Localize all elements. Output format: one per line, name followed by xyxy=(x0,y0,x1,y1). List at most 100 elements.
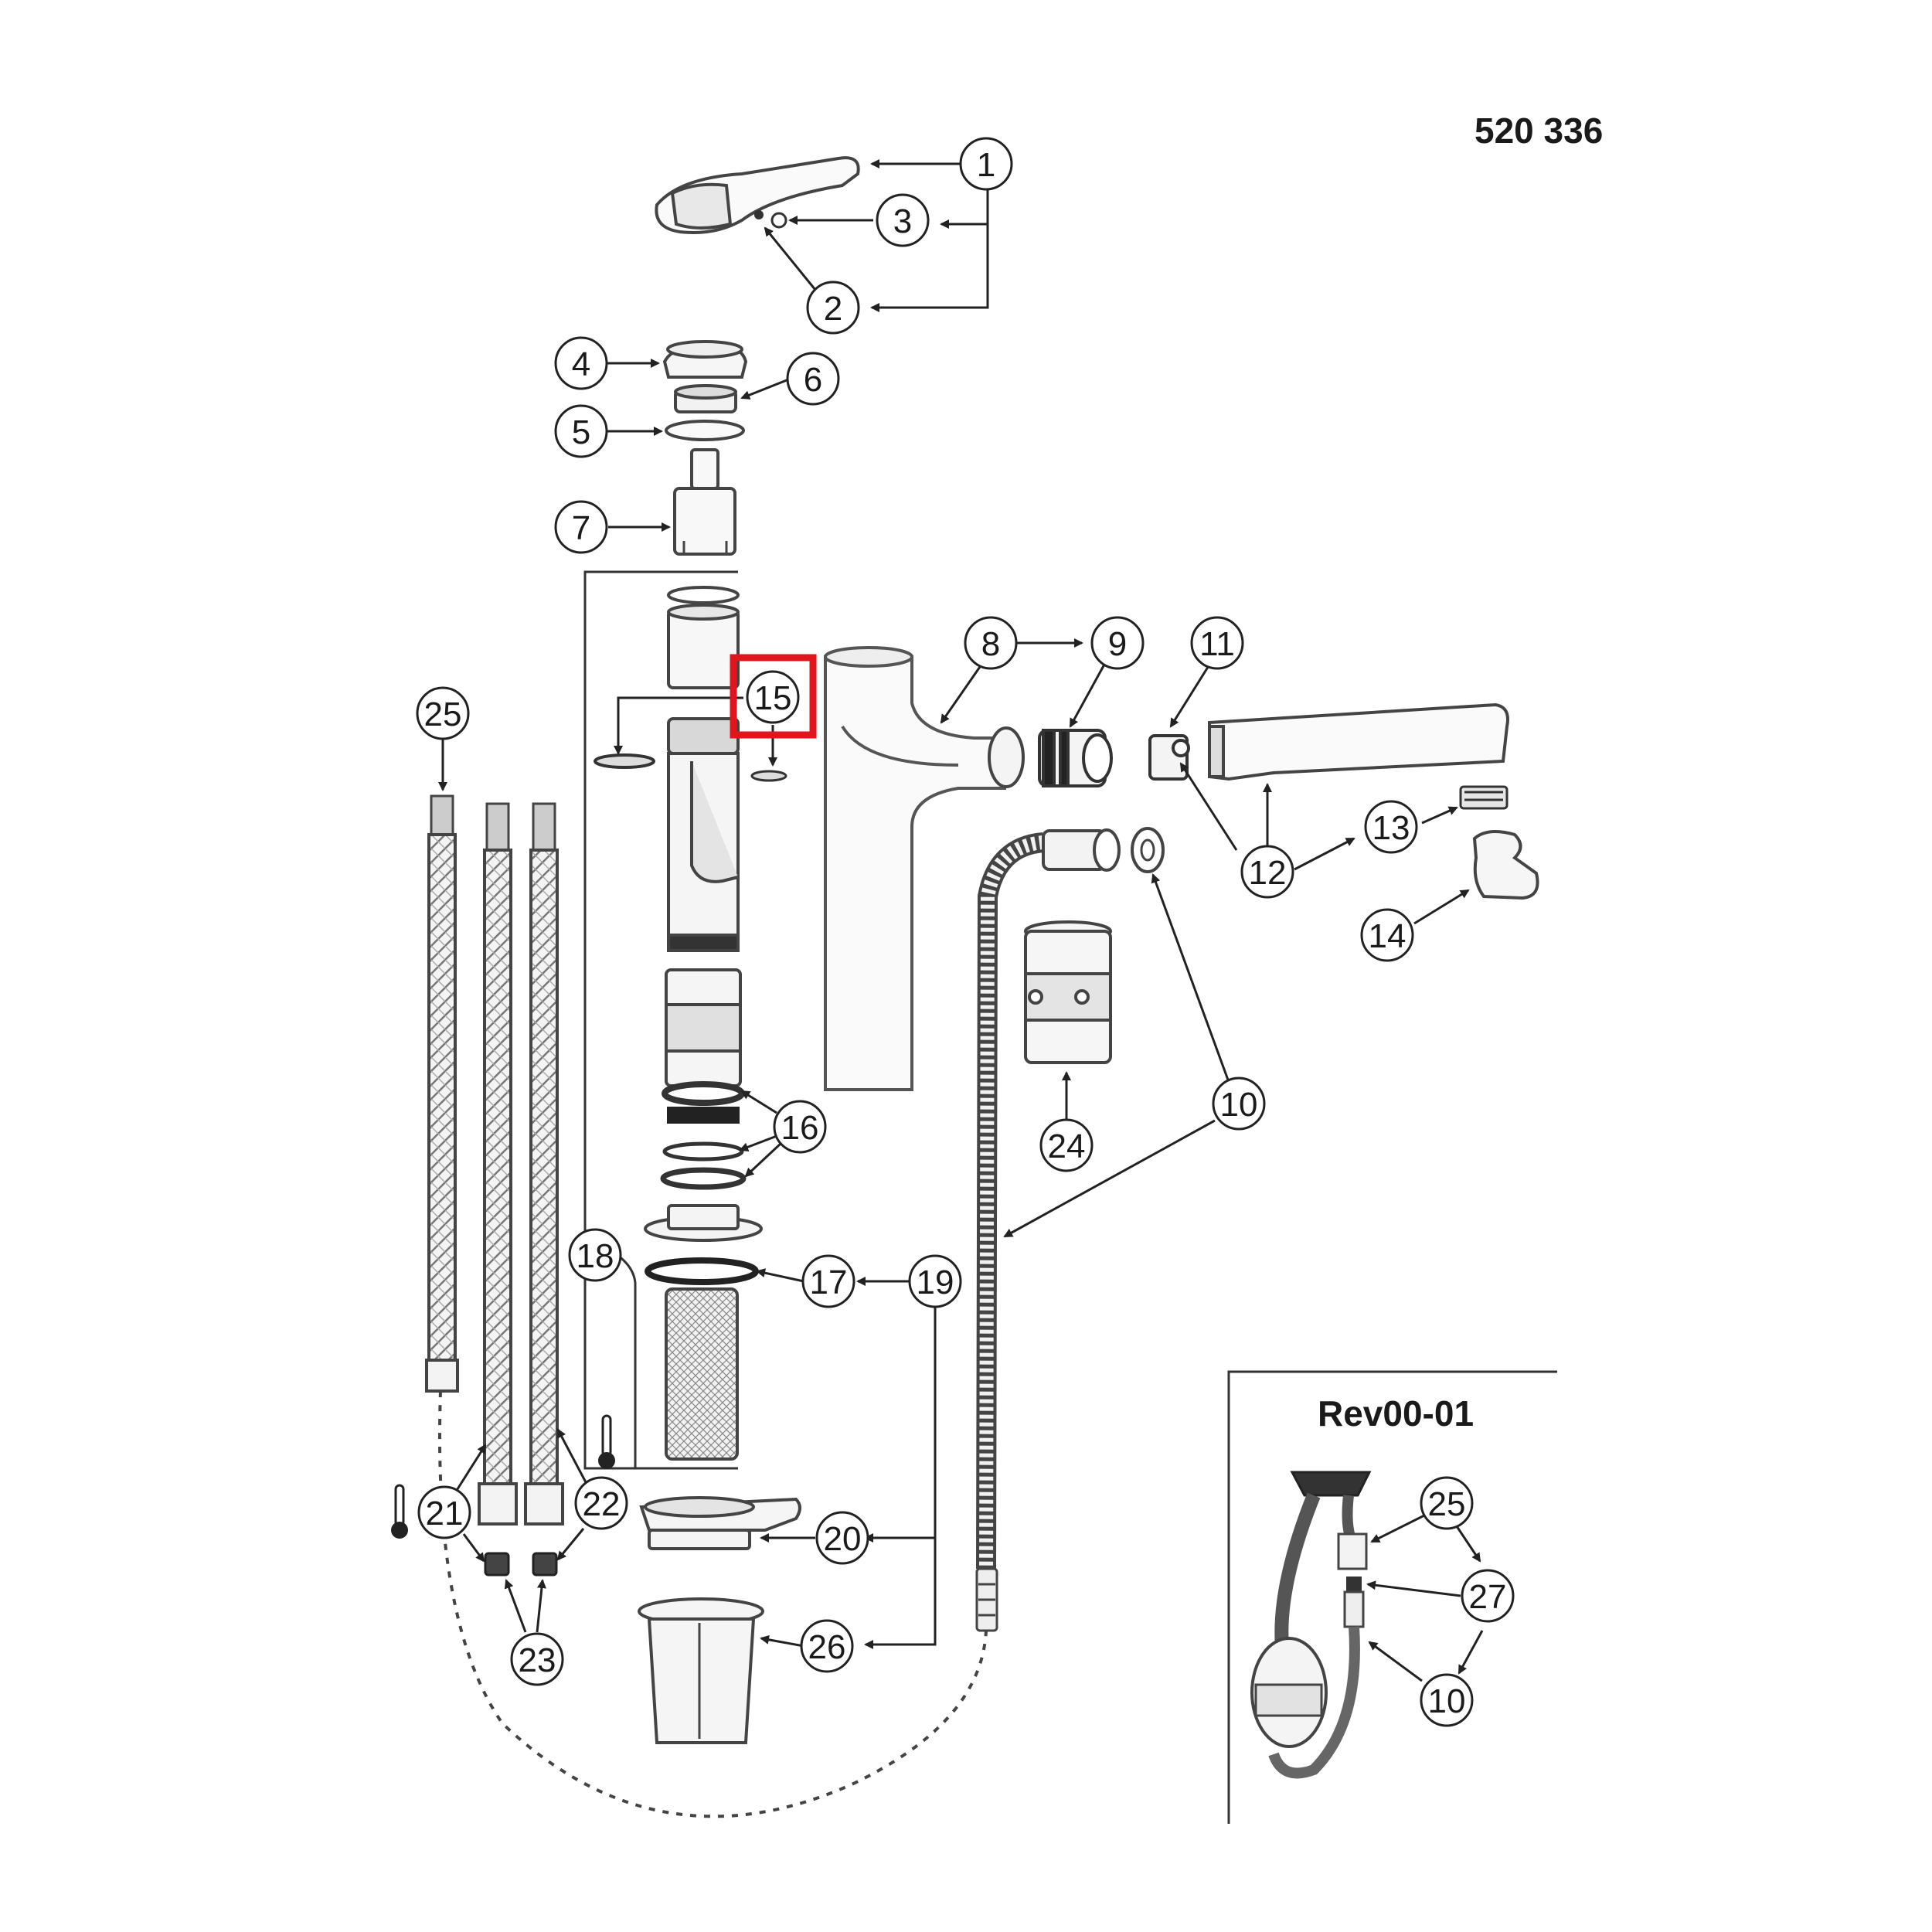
drawing-number: 520 336 xyxy=(1475,111,1603,151)
svg-text:12: 12 xyxy=(1249,854,1287,892)
part-aerator-13 xyxy=(1459,785,1509,810)
part-screw xyxy=(754,210,764,219)
callout-19: 19 xyxy=(908,1254,962,1308)
part-spout-ring xyxy=(988,726,1025,788)
callout-2: 2 xyxy=(806,281,860,335)
part-cap xyxy=(662,340,748,379)
svg-text:20: 20 xyxy=(824,1520,862,1558)
callout-6: 6 xyxy=(786,352,840,406)
callout-12: 12 xyxy=(1240,845,1294,899)
svg-text:25: 25 xyxy=(424,696,462,733)
svg-text:18: 18 xyxy=(577,1237,614,1275)
part-adapters-23 xyxy=(484,1552,558,1577)
callout-21: 21 xyxy=(417,1485,471,1539)
callout-17: 17 xyxy=(801,1254,855,1308)
inset-title: Rev00-01 xyxy=(1318,1393,1474,1434)
part-aerator-key-14 xyxy=(1472,830,1539,900)
callout-26: 26 xyxy=(800,1619,854,1673)
part-mounting-sleeve-26 xyxy=(638,1597,764,1744)
svg-text:9: 9 xyxy=(1108,625,1127,663)
svg-text:22: 22 xyxy=(583,1485,621,1523)
svg-text:3: 3 xyxy=(893,202,912,240)
inset-hose-assembly xyxy=(1250,1471,1372,1779)
part-hose-nut xyxy=(1042,828,1121,872)
svg-text:11: 11 xyxy=(1199,625,1235,663)
inset-callout-25: 25 xyxy=(1420,1476,1474,1530)
part-clip-right xyxy=(750,770,787,782)
callout-1: 1 xyxy=(959,137,1013,191)
svg-text:25: 25 xyxy=(1428,1485,1466,1523)
callout-13: 13 xyxy=(1364,800,1418,854)
part-hose-10 xyxy=(975,832,1045,1632)
svg-text:7: 7 xyxy=(572,509,590,547)
part-faucet-body xyxy=(824,646,1006,1091)
callout-16: 16 xyxy=(773,1100,827,1154)
callout-7: 7 xyxy=(554,500,608,554)
callout-9: 9 xyxy=(1090,616,1145,670)
svg-text:26: 26 xyxy=(808,1628,846,1666)
callout-22: 22 xyxy=(574,1476,628,1530)
part-cartridge xyxy=(673,448,736,556)
svg-text:6: 6 xyxy=(804,361,822,399)
callout-3: 3 xyxy=(876,193,930,247)
part-supply-hose-22 xyxy=(524,802,564,1526)
callout-10: 10 xyxy=(1212,1077,1266,1131)
cold-thermometer-icon xyxy=(391,1484,408,1539)
part-supply-hose-21 xyxy=(478,802,518,1526)
svg-text:16: 16 xyxy=(781,1109,819,1147)
svg-text:14: 14 xyxy=(1369,917,1406,955)
hot-thermometer-icon xyxy=(598,1414,615,1469)
dashed-connection xyxy=(438,1390,988,1818)
part-spout-connector-11 xyxy=(1148,734,1190,781)
callout-15-highlighted[interactable]: 15 xyxy=(730,654,817,739)
leader-lines xyxy=(438,159,1484,1682)
leader-18 xyxy=(617,1254,637,1468)
part-spout-12 xyxy=(1208,702,1509,781)
part-o-rings-16 xyxy=(660,1081,747,1190)
part-diverter-body xyxy=(667,717,740,952)
inset-frame xyxy=(1227,1370,1557,1824)
svg-text:27: 27 xyxy=(1469,1578,1507,1616)
callout-8: 8 xyxy=(964,616,1018,670)
inset-callout-10: 10 xyxy=(1420,1673,1474,1727)
svg-text:4: 4 xyxy=(572,345,590,383)
part-fixing-plate-20 xyxy=(639,1496,801,1550)
callout-4: 4 xyxy=(554,336,608,390)
inset-callout-27: 27 xyxy=(1461,1569,1515,1623)
callout-14: 14 xyxy=(1360,908,1414,962)
svg-text:1: 1 xyxy=(977,146,995,184)
svg-text:21: 21 xyxy=(426,1495,464,1532)
part-upper-sleeve xyxy=(667,586,740,689)
callout-18: 18 xyxy=(568,1228,622,1282)
svg-text:8: 8 xyxy=(981,625,1000,663)
callout-23: 23 xyxy=(510,1632,564,1686)
svg-text:2: 2 xyxy=(824,290,842,328)
bracket-18 xyxy=(583,570,738,1470)
part-ring xyxy=(665,420,745,441)
svg-text:17: 17 xyxy=(810,1264,848,1301)
part-weight-24 xyxy=(1024,920,1112,1064)
svg-text:15: 15 xyxy=(754,679,792,717)
callout-20: 20 xyxy=(815,1511,869,1565)
svg-text:10: 10 xyxy=(1220,1086,1258,1124)
svg-text:19: 19 xyxy=(917,1264,954,1301)
part-aerator-cartridge-9 xyxy=(1038,729,1113,787)
part-lower-sleeve xyxy=(665,968,742,1087)
callout-25: 25 xyxy=(416,686,470,740)
part-mesh-filter xyxy=(665,1287,739,1461)
callout-5: 5 xyxy=(554,404,608,458)
svg-text:24: 24 xyxy=(1048,1128,1086,1165)
callout-24: 24 xyxy=(1039,1118,1094,1172)
highlight-box xyxy=(730,654,817,739)
part-lever-handle xyxy=(655,156,860,234)
part-nut xyxy=(674,384,737,413)
part-washer-10 xyxy=(1131,827,1165,873)
svg-text:5: 5 xyxy=(572,413,590,451)
part-gasket-17 xyxy=(645,1257,759,1285)
callout-11: 11 xyxy=(1190,616,1244,670)
part-supply-hose-25 xyxy=(425,794,459,1393)
part-clip-left xyxy=(594,753,655,769)
svg-text:23: 23 xyxy=(519,1641,556,1679)
